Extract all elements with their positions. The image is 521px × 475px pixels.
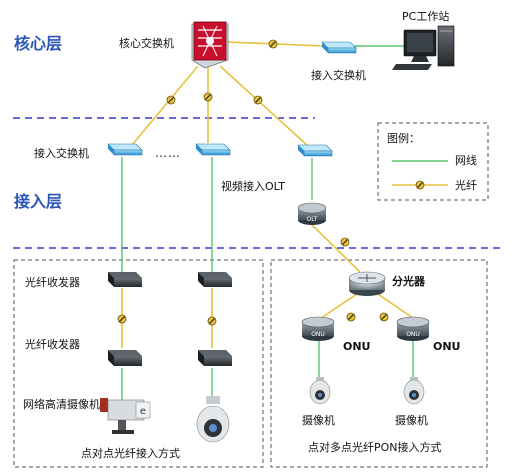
svg-text:e: e <box>140 406 146 417</box>
pc-workstation-icon <box>392 25 455 70</box>
p2p-section-box <box>13 259 264 468</box>
fiber-transceiver-label-2: 光纤收发器 <box>25 338 80 351</box>
fiber-transceiver-label-1: 光纤收发器 <box>25 276 80 289</box>
onu-right-icon: ONU <box>396 316 430 341</box>
olt-icon: OLT <box>297 202 327 225</box>
splitter-label: 分光器 <box>392 275 425 288</box>
access-switch-right-icon <box>297 144 333 157</box>
fiber-links <box>121 41 414 348</box>
p2mp-section-caption: 点对多点光纤PON接入方式 <box>308 441 442 454</box>
fiber-transceiver-icon <box>198 272 232 287</box>
hd-box-camera-icon: e <box>100 398 151 434</box>
legend-title: 图例： <box>387 132 420 145</box>
core-switch-label: 核心交换机 <box>119 37 174 50</box>
camera-left-label: 摄像机 <box>302 414 335 427</box>
ellipsis-indicator: …… <box>155 146 181 160</box>
cable-links <box>121 45 414 400</box>
camera-right-label: 摄像机 <box>395 414 428 427</box>
legend-cable-label: 网线 <box>455 154 477 167</box>
access-layer-label: 接入层 <box>14 192 63 211</box>
core-switch-icon <box>191 21 229 69</box>
access-switch-top-icon <box>321 41 357 54</box>
access-switch-left-label: 接入交换机 <box>34 147 89 160</box>
dome-camera-icon <box>196 396 230 443</box>
pc-station-label: PC工作站 <box>402 10 450 23</box>
onu-left-icon: ONU <box>301 316 335 341</box>
onu-left-label: ONU <box>343 340 371 353</box>
video-olt-label: 视频接入OLT <box>221 180 285 193</box>
access-switch-left-icon <box>107 143 143 156</box>
splitter-icon <box>348 271 386 296</box>
dome-camera-icon <box>403 377 425 405</box>
access-switch-middle-icon <box>195 143 231 156</box>
p2mp-section-box <box>270 259 488 468</box>
hd-camera-label: 网络高清摄像机 <box>23 398 100 411</box>
olt-icon-label: OLT <box>307 216 318 223</box>
dome-camera-icon <box>309 377 331 405</box>
onu-left-icon-label: ONU <box>311 331 325 338</box>
fiber-transceiver-icon <box>108 272 142 287</box>
access-switch-top-label: 接入交换机 <box>311 69 366 82</box>
core-layer-label: 核心层 <box>14 34 63 53</box>
fiber-transceiver-icon <box>198 350 232 366</box>
onu-right-icon-label: ONU <box>406 331 420 338</box>
fiber-transceiver-icon <box>108 350 142 366</box>
legend-fiber-label: 光纤 <box>455 179 477 192</box>
p2p-section-caption: 点对点光纤接入方式 <box>81 447 180 460</box>
onu-right-label: ONU <box>433 340 461 353</box>
